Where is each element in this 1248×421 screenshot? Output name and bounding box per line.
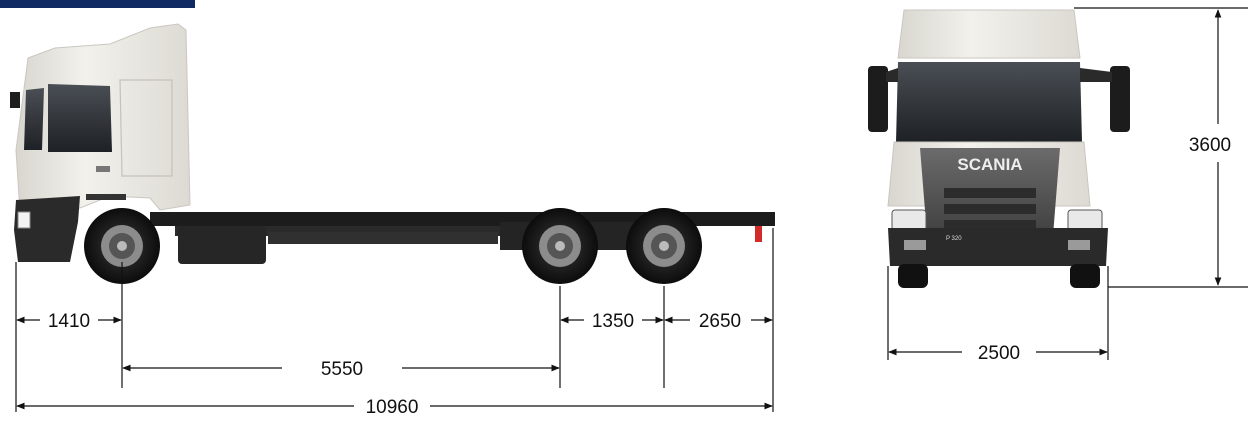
truck-front-view: SCANIA P 320 — [868, 9, 1130, 288]
rear-light — [755, 226, 762, 242]
fuel-tank — [178, 226, 266, 264]
brand-logo-text: SCANIA — [957, 155, 1022, 174]
side-dimensions — [15, 228, 774, 412]
front-dimensions — [887, 7, 1248, 360]
label-wheelbase: 5550 — [321, 359, 363, 380]
label-width: 2500 — [978, 343, 1020, 364]
headlight-left — [891, 209, 927, 231]
front-wheel — [84, 208, 160, 284]
model-badge: P 320 — [946, 236, 962, 242]
label-height: 3600 — [1189, 135, 1231, 156]
brand-bar — [0, 0, 195, 8]
truck-side-view — [10, 23, 775, 284]
label-bogie-spacing: 1350 — [592, 311, 634, 332]
label-front-overhang: 1410 — [48, 311, 90, 332]
side-dimension-labels: 1410 5550 1350 2650 10960 — [48, 311, 741, 418]
windshield — [896, 62, 1082, 142]
headlight-right — [1067, 209, 1103, 231]
front-dimension-labels: 3600 2500 — [978, 135, 1231, 364]
side-mirror — [10, 92, 20, 108]
rear-wheel-1 — [522, 208, 598, 284]
label-overall-length: 10960 — [366, 397, 419, 418]
front-mirrors — [868, 66, 1130, 132]
label-rear-overhang: 2650 — [699, 311, 741, 332]
cab-roof — [897, 9, 1081, 59]
rear-wheel-2 — [626, 208, 702, 284]
